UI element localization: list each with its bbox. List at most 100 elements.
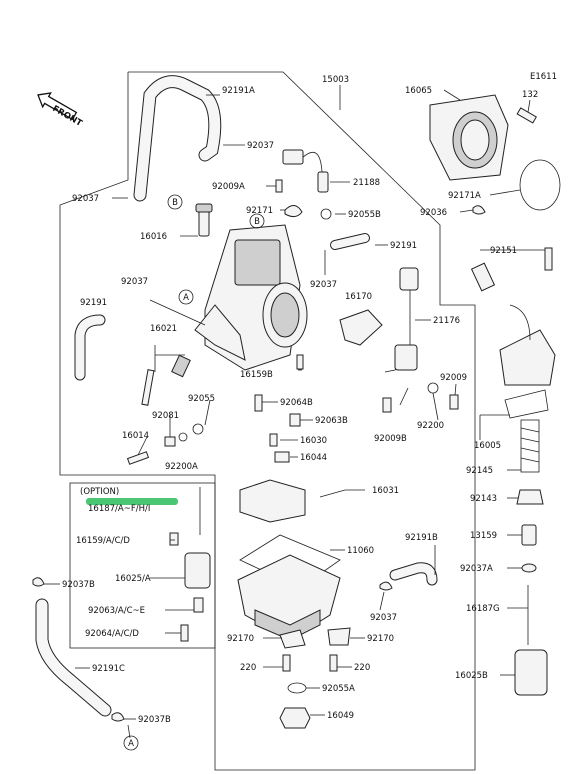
screw-16014 <box>126 451 150 465</box>
label-92191b: 92191B <box>405 533 438 543</box>
sensor-21188 <box>317 171 329 193</box>
label-92170-left: 92170 <box>227 634 254 644</box>
label-16030: 16030 <box>300 436 327 446</box>
clamp-92171a <box>519 159 561 211</box>
sensor-16170 <box>339 309 383 346</box>
label-16159b: 16159B <box>240 370 273 380</box>
label-92191a: 92191A <box>222 86 255 96</box>
label-16159acd: 16159/A/C/D <box>76 536 130 546</box>
label-16065: 16065 <box>405 86 432 96</box>
jet-92064acd <box>180 624 189 642</box>
label-92081: 92081 <box>152 411 179 421</box>
label-11060: 11060 <box>347 546 374 556</box>
screw-220-right <box>329 654 338 672</box>
label-21188: 21188 <box>353 178 380 188</box>
bracket-92170-left <box>279 629 306 649</box>
clip-92036 <box>472 205 486 215</box>
label-92191-right: 92191 <box>390 241 417 251</box>
screw-92009 <box>449 394 459 410</box>
clip-92037b-top <box>32 577 45 587</box>
label-92064b: 92064B <box>280 398 313 408</box>
slide-16025b <box>514 649 548 696</box>
bracket-92170-right <box>327 627 351 646</box>
screw-92009b <box>382 397 392 413</box>
label-92009a: 92009A <box>212 182 245 192</box>
washer-92037a <box>521 563 537 573</box>
callout-a-top: A <box>178 289 194 305</box>
screw-220-left <box>282 654 291 672</box>
label-92037-e: 92037 <box>370 613 397 623</box>
label-16021: 16021 <box>150 324 177 334</box>
svg-text:A: A <box>183 293 189 303</box>
bolt-132 <box>516 107 537 124</box>
spring-92145 <box>520 419 540 473</box>
label-16044: 16044 <box>300 453 327 463</box>
label-16014: 16014 <box>122 431 149 441</box>
jet-16044 <box>274 451 290 463</box>
jet-16030 <box>269 433 278 447</box>
label-92171: 92171 <box>246 206 273 216</box>
jet-92064b <box>254 394 263 412</box>
label-92151: 92151 <box>490 246 517 256</box>
diagram-code: E1611 <box>530 72 557 82</box>
svg-text:B: B <box>254 217 260 227</box>
label-92036: 92036 <box>420 208 447 218</box>
label-16016: 16016 <box>140 232 167 242</box>
label-16025a: 16025/A <box>115 574 151 584</box>
clip-92037b-bottom <box>111 712 125 722</box>
plug-16049 <box>279 707 311 729</box>
label-92191c: 92191C <box>92 664 125 674</box>
label-16187g: 16187G <box>466 604 500 614</box>
label-92055b: 92055B <box>348 210 381 220</box>
label-16170: 16170 <box>345 292 372 302</box>
label-option: (OPTION) <box>80 487 119 497</box>
washer-92200 <box>427 382 439 394</box>
label-21176: 21176 <box>433 316 460 326</box>
label-92145: 92145 <box>466 466 493 476</box>
carburetor-body <box>194 224 308 371</box>
label-92037-c: 92037 <box>121 277 148 287</box>
callout-b-body: B <box>249 213 265 229</box>
screw-16021 <box>141 369 155 406</box>
label-92037b-top: 92037B <box>62 580 95 590</box>
label-92200: 92200 <box>417 421 444 431</box>
label-220-right: 220 <box>354 663 370 673</box>
jet-16159acd <box>169 532 179 546</box>
label-16031: 16031 <box>372 486 399 496</box>
label-92064acd: 92064/A/C/D <box>85 629 139 639</box>
option-box <box>69 482 216 649</box>
label-92063b: 92063B <box>315 416 348 426</box>
jet-92063b <box>289 413 301 427</box>
jet-13159 <box>521 524 537 546</box>
leader-lines <box>44 85 545 739</box>
label-16187: 16187/A~F/H/I <box>88 504 150 514</box>
callout-b-left: B <box>167 194 183 210</box>
screw-92009a <box>275 179 283 193</box>
label-92037b-bottom: 92037B <box>138 715 171 725</box>
label-92171a: 92171A <box>448 191 481 201</box>
oring-92055b <box>320 208 332 220</box>
screw-16159b <box>296 354 304 370</box>
main-assembly-outline <box>59 71 476 771</box>
label-16005: 16005 <box>474 441 501 451</box>
callout-a-bottom: A <box>123 735 139 751</box>
clamp-92171 <box>284 205 303 218</box>
label-92009: 92009 <box>440 373 467 383</box>
jet-92063ace <box>193 597 204 613</box>
label-15003: 15003 <box>322 75 349 85</box>
front-arrow-icon <box>37 92 78 121</box>
label-13159: 13159 <box>470 531 497 541</box>
spring-92081 <box>164 436 176 447</box>
label-16025b: 16025B <box>455 671 488 681</box>
svg-text:A: A <box>128 739 134 749</box>
clip-92037-lower <box>379 581 393 591</box>
screw-92151 <box>544 247 553 271</box>
label-92055a: 92055A <box>322 684 355 694</box>
label-220-left: 220 <box>240 663 256 673</box>
oring-92055a <box>287 682 307 694</box>
label-92143: 92143 <box>470 494 497 504</box>
label-132: 132 <box>522 90 538 100</box>
oring-92055 <box>192 423 204 435</box>
label-92055: 92055 <box>188 394 215 404</box>
